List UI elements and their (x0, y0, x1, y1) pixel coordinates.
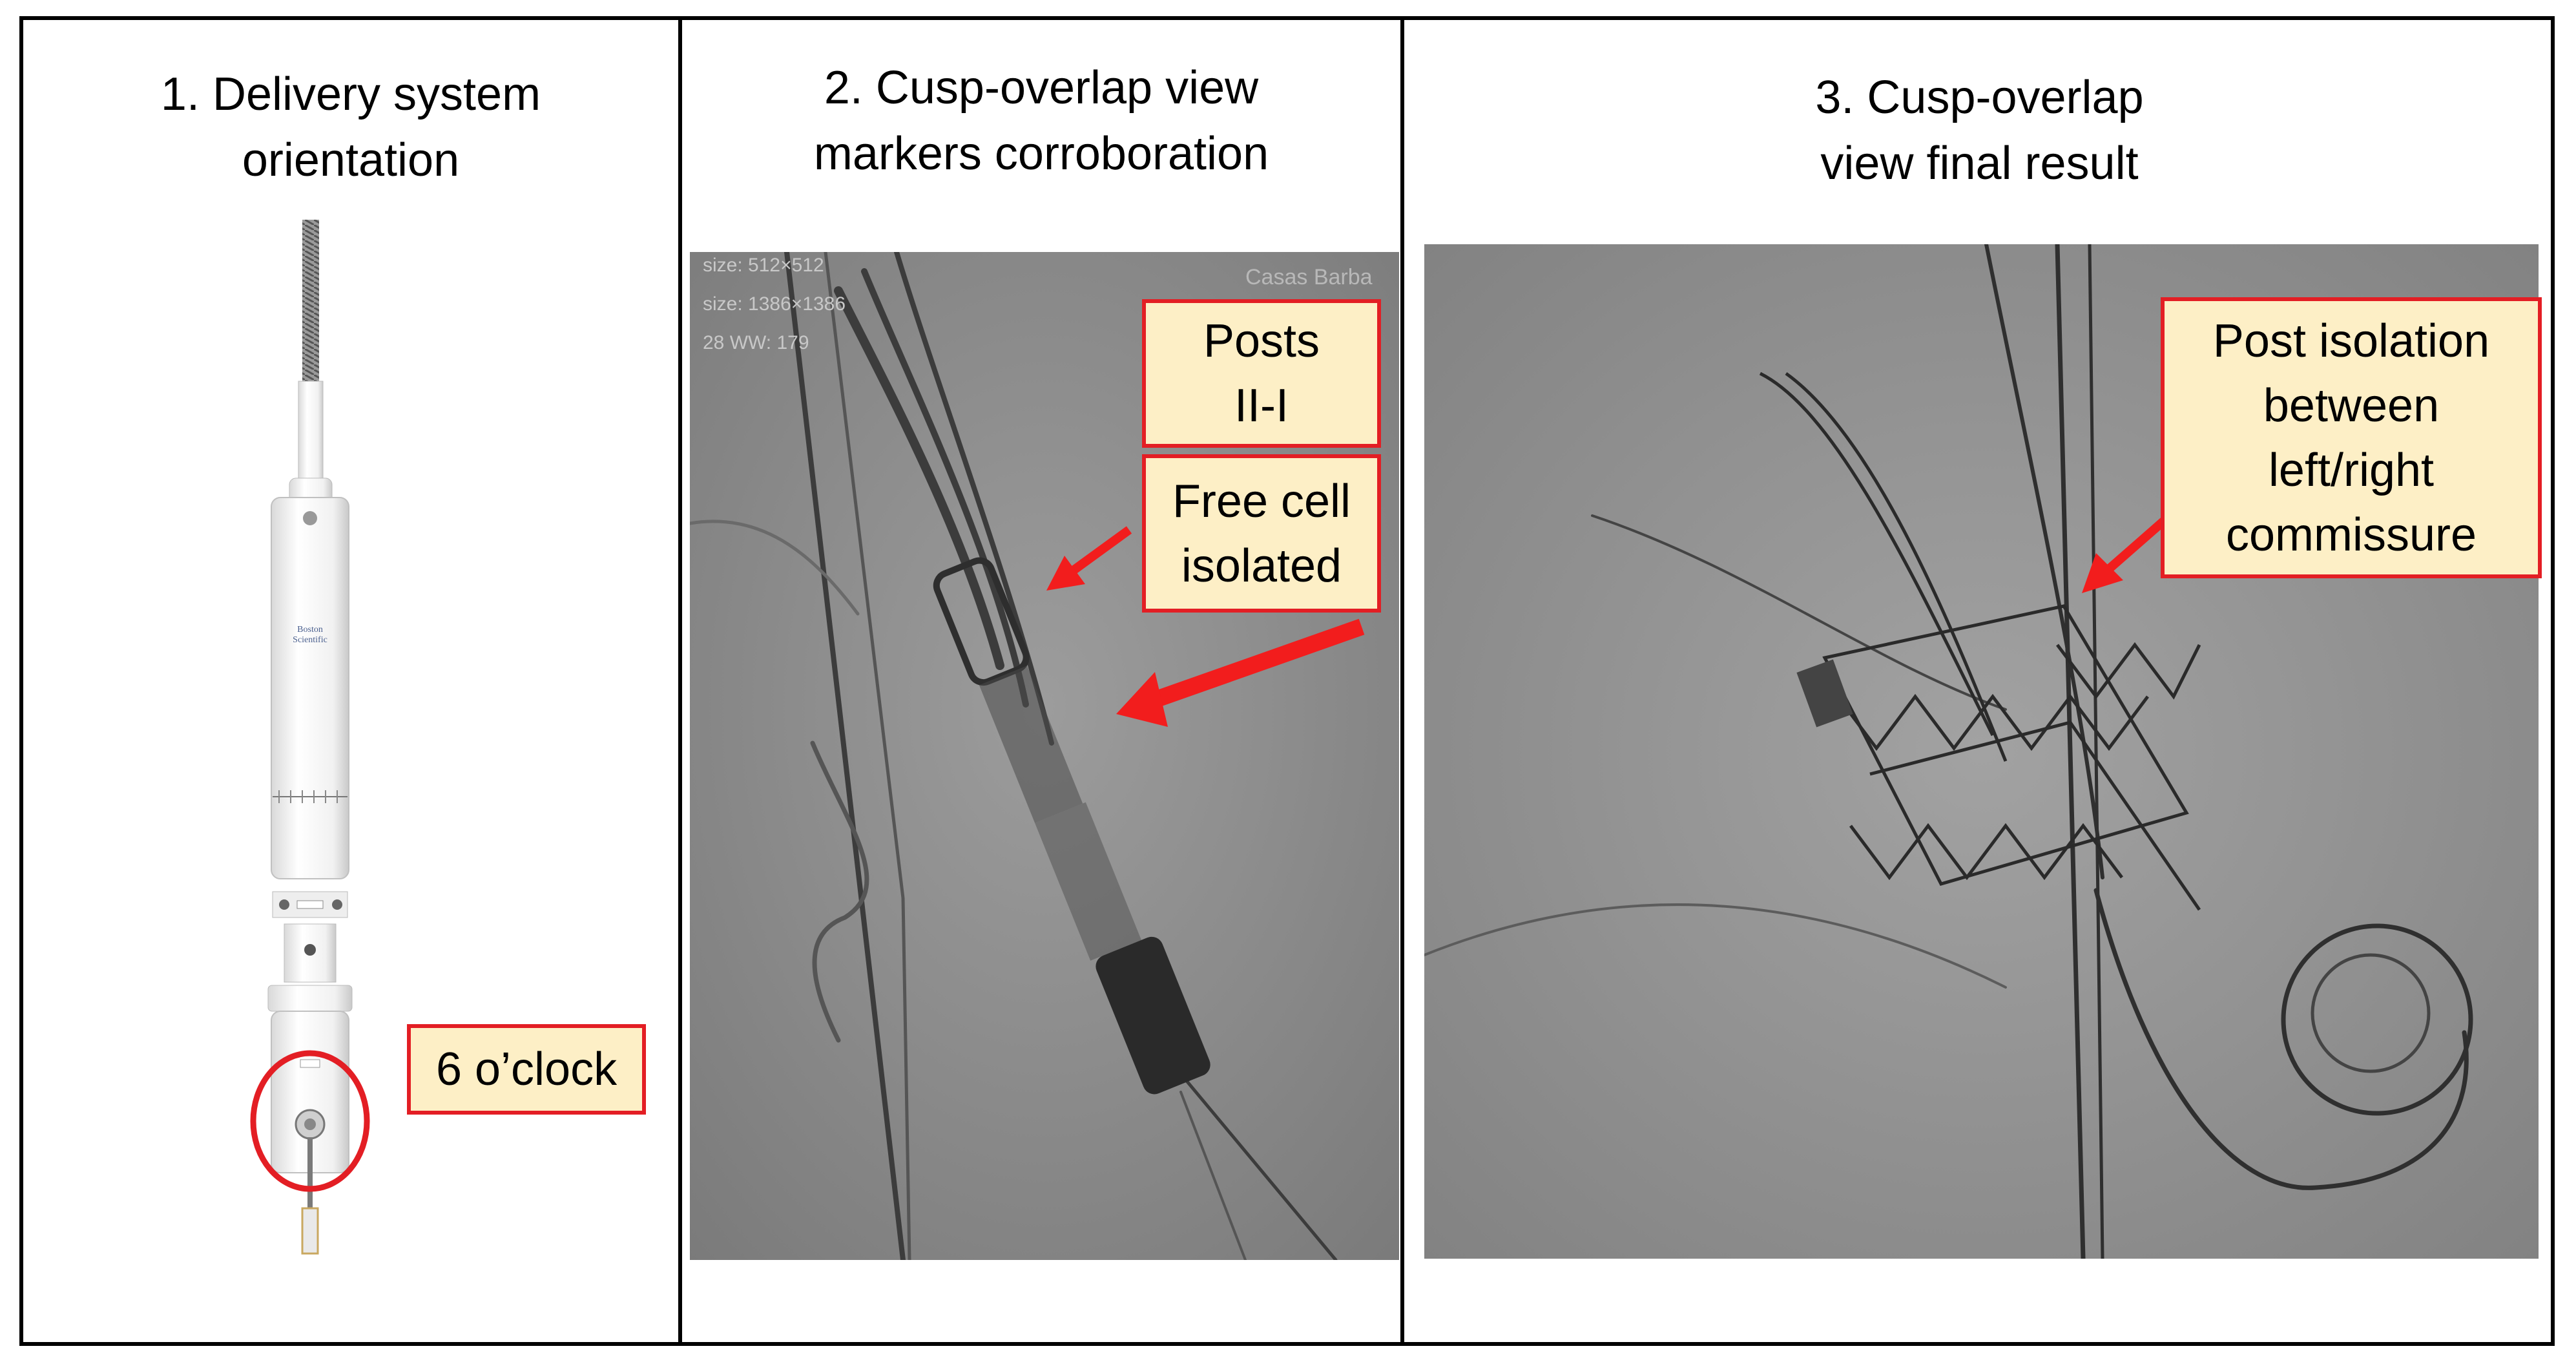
panel-1-title: 1. Delivery system orientation (23, 61, 678, 193)
xray-overlay-text-4: Casas Barba (1245, 265, 1373, 289)
svg-text:Scientific: Scientific (293, 635, 327, 645)
xray-overlay-text-1: size: 512×512 (703, 255, 824, 276)
post-isolation-line3: left/right (2268, 444, 2435, 496)
free-cell-callout-line2: isolated (1181, 540, 1342, 592)
figure-frame (19, 16, 2555, 1346)
free-cell-callout: Free cell isolated (1142, 454, 1381, 613)
posts-callout: Posts II-I (1142, 299, 1381, 448)
panel-2-title: 2. Cusp-overlap view markers corroborati… (682, 55, 1400, 187)
panel-3-title: 3. Cusp-overlap view final result (1404, 65, 2555, 196)
six-oclock-marker-circle (250, 1050, 370, 1192)
delivery-system-image: Boston Scientific (250, 220, 370, 1255)
panel-2-title-line1: 2. Cusp-overlap view (824, 62, 1259, 114)
six-oclock-label: 6 o’clock (435, 1044, 618, 1095)
xray-overlay-text-2: size: 1386×1386 (703, 293, 846, 315)
post-isolation-line1: Post isolation (2212, 315, 2490, 367)
panel-3-title-line2: view final result (1820, 138, 2139, 189)
panel-1-title-line2: orientation (242, 134, 460, 186)
panel-divider-2 (1400, 16, 1404, 1346)
posts-callout-line2: II-I (1234, 380, 1289, 432)
post-isolation-callout: Post isolation between left/right commis… (2161, 297, 2542, 578)
post-isolation-line4: commissure (2225, 509, 2477, 561)
free-cell-callout-line1: Free cell (1172, 475, 1351, 527)
panel-3-title-line1: 3. Cusp-overlap (1815, 72, 2144, 123)
post-isolation-line2: between (2263, 379, 2440, 432)
panel-divider-1 (678, 16, 682, 1346)
panel-1-title-line1: 1. Delivery system (160, 68, 541, 120)
free-cell-arrow (1139, 618, 1365, 713)
six-oclock-callout: 6 o’clock (407, 1024, 646, 1115)
panel-2-title-line2: markers corroboration (813, 128, 1269, 180)
xray-overlay-text-3: 28 WW: 179 (703, 332, 809, 353)
posts-callout-line1: Posts (1203, 315, 1320, 367)
device-brand-logo: Boston (297, 625, 323, 635)
